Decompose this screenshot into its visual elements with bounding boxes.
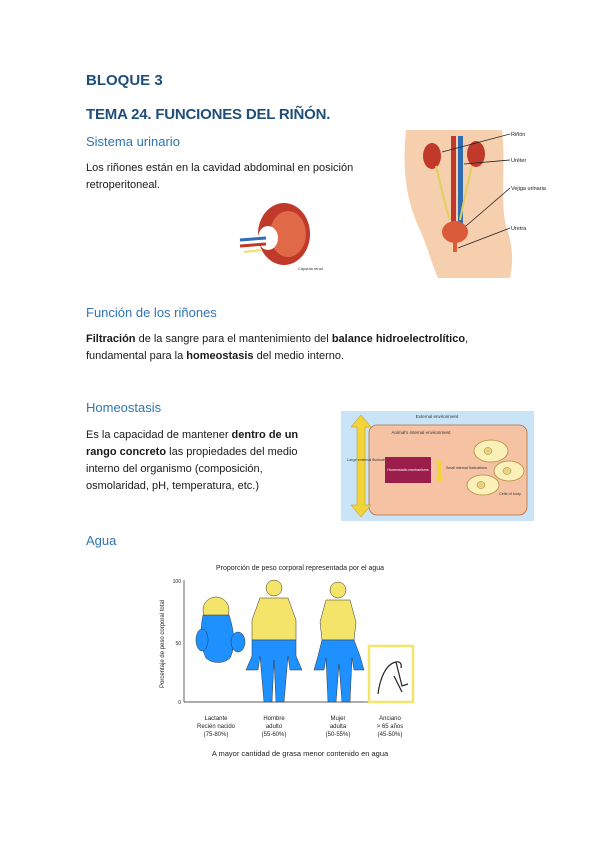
kidney-figure: Cápsula renal	[239, 203, 323, 271]
section-agua: Agua	[86, 533, 117, 548]
man-figure	[245, 579, 303, 703]
renal-artery	[239, 242, 267, 248]
label-uretra: Uretra	[511, 226, 527, 232]
svg-text:Animal's internal environment: Animal's internal environment	[392, 430, 452, 435]
elderly-figure	[367, 644, 415, 704]
chart-ylabel: Porcentaje de peso corporal total	[160, 600, 166, 688]
label-ureter: Uréter	[511, 158, 526, 164]
svg-text:Cells of body: Cells of body	[499, 492, 521, 496]
group-woman-l3: (50-55%)	[326, 732, 351, 738]
urethra	[453, 242, 457, 252]
topic-title: TEMA 24. FUNCIONES DEL RIÑÓN.	[86, 106, 331, 123]
group-infant-l1: Lactante	[204, 716, 228, 722]
svg-text:Small internal fluctuations: Small internal fluctuations	[446, 466, 487, 470]
group-woman-l1: Mujer	[330, 716, 345, 722]
renal-vein	[239, 236, 267, 242]
ytick-50: 50	[175, 641, 181, 647]
group-infant-l3: (75-80%)	[204, 732, 229, 738]
svg-text:External environment: External environment	[416, 414, 459, 419]
group-elderly-l3: (45-50%)	[378, 732, 403, 738]
vena-cava	[458, 136, 463, 226]
homeostatic-mechanisms-box	[385, 457, 431, 483]
right-kidney	[467, 141, 485, 167]
homeostasis-text: Es la capacidad de mantener dentro de un…	[86, 429, 299, 492]
aorta	[451, 136, 456, 226]
ytick-100: 100	[173, 579, 182, 585]
group-elderly-l1: Anciano	[379, 716, 401, 722]
small-fluctuation-arrow	[435, 459, 443, 483]
chart-title: Proporción de peso corporal representada…	[216, 565, 384, 572]
chart-caption: A mayor cantidad de grasa menor contenid…	[212, 749, 389, 758]
group-infant-l2: Recién nacido	[197, 724, 236, 730]
homeostasis-figure: External environment Animal's internal e…	[341, 411, 534, 521]
svg-text:Homeostatic mechanisms: Homeostatic mechanisms	[387, 468, 428, 472]
group-elderly-l2: > 65 años	[377, 724, 404, 730]
kidney-label: Cápsula renal	[298, 266, 323, 271]
ytick-0: 0	[178, 700, 181, 706]
section-sistema-urinario: Sistema urinario	[86, 134, 180, 149]
urinary-body-figure: Riñón Uréter Vejiga urinaria Uretra	[404, 130, 547, 278]
group-man-l3: (55-60%)	[262, 732, 287, 738]
infant-figure	[195, 596, 246, 663]
right-ureter	[459, 165, 473, 221]
bladder	[442, 221, 468, 243]
left-ureter	[435, 165, 451, 221]
funcion-text: Filtración de la sangre para el mantenim…	[86, 333, 469, 362]
woman-figure	[313, 581, 365, 703]
sistema-text: Los riñones están en la cavidad abdomina…	[86, 162, 354, 191]
group-woman-l2: adulta	[330, 724, 347, 730]
block-title: BLOQUE 3	[86, 72, 163, 89]
group-man-l2: adulto	[266, 724, 283, 730]
kidney-cortex	[270, 211, 306, 257]
water-proportion-figure: Proporción de peso corporal representada…	[160, 565, 415, 758]
label-vejiga: Vejiga urinaria	[511, 186, 547, 192]
section-funcion: Función de los riñones	[86, 305, 217, 320]
large-fluctuation-arrow	[350, 414, 372, 518]
left-kidney	[423, 143, 441, 169]
group-man-l1: Hombre	[263, 716, 285, 722]
section-homeostasis: Homeostasis	[86, 400, 162, 415]
label-rinon: Riñón	[511, 132, 525, 138]
ureter-segment	[243, 249, 263, 253]
svg-text:Large external fluctuations: Large external fluctuations	[347, 458, 392, 462]
